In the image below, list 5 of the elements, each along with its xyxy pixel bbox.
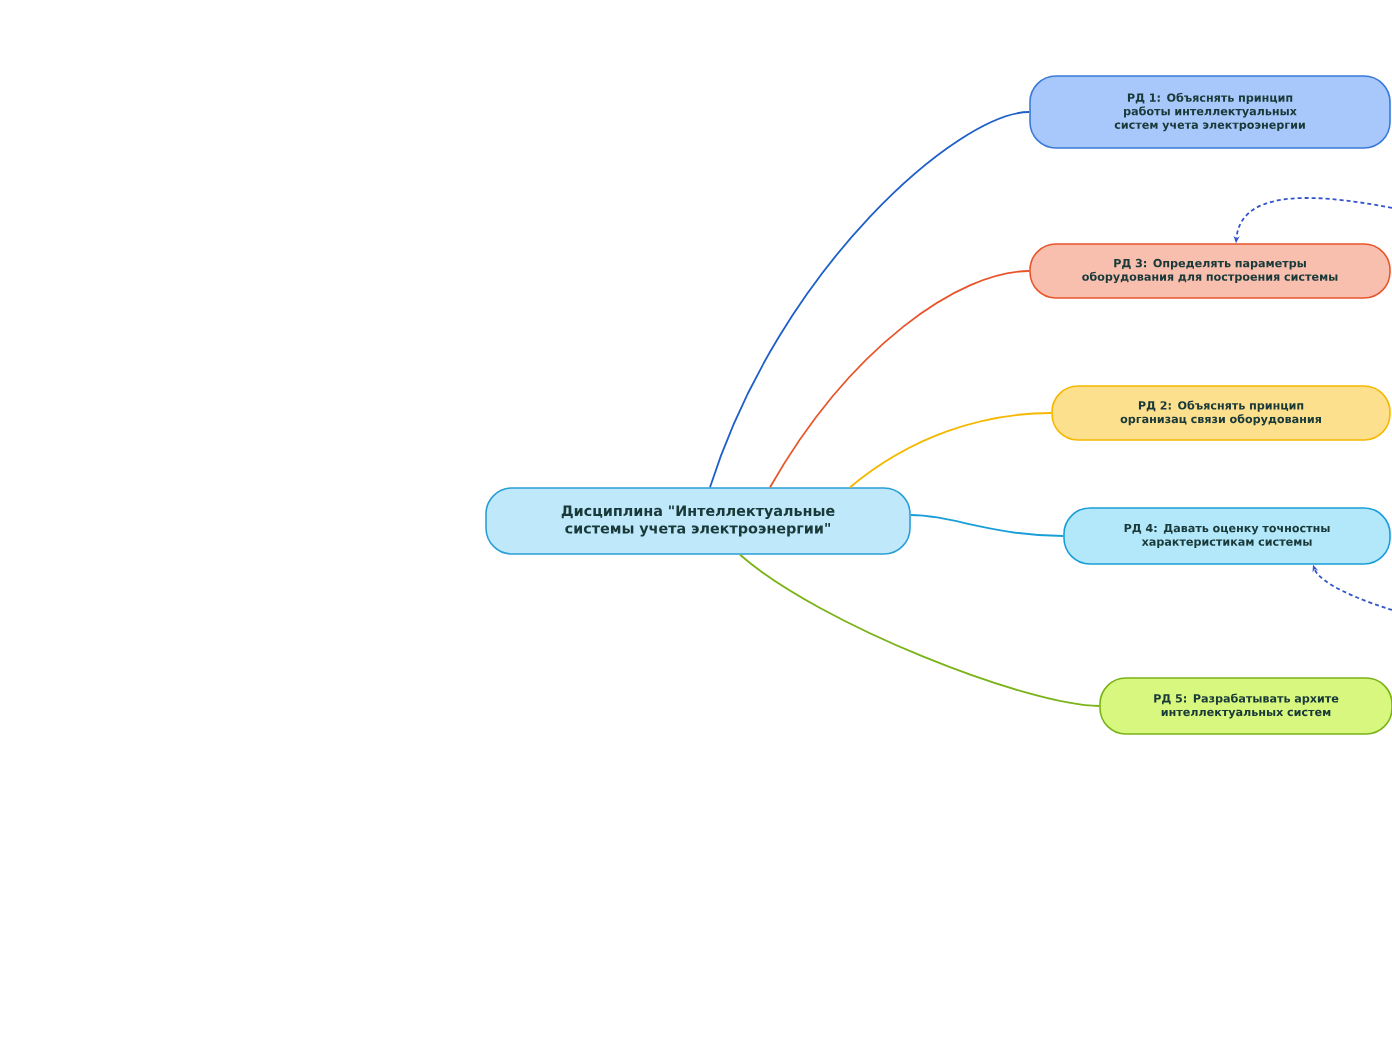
connector bbox=[709, 111, 1031, 489]
connector bbox=[769, 270, 1031, 489]
connector bbox=[849, 412, 1053, 489]
connector bbox=[739, 553, 1101, 707]
connector bbox=[909, 514, 1065, 537]
